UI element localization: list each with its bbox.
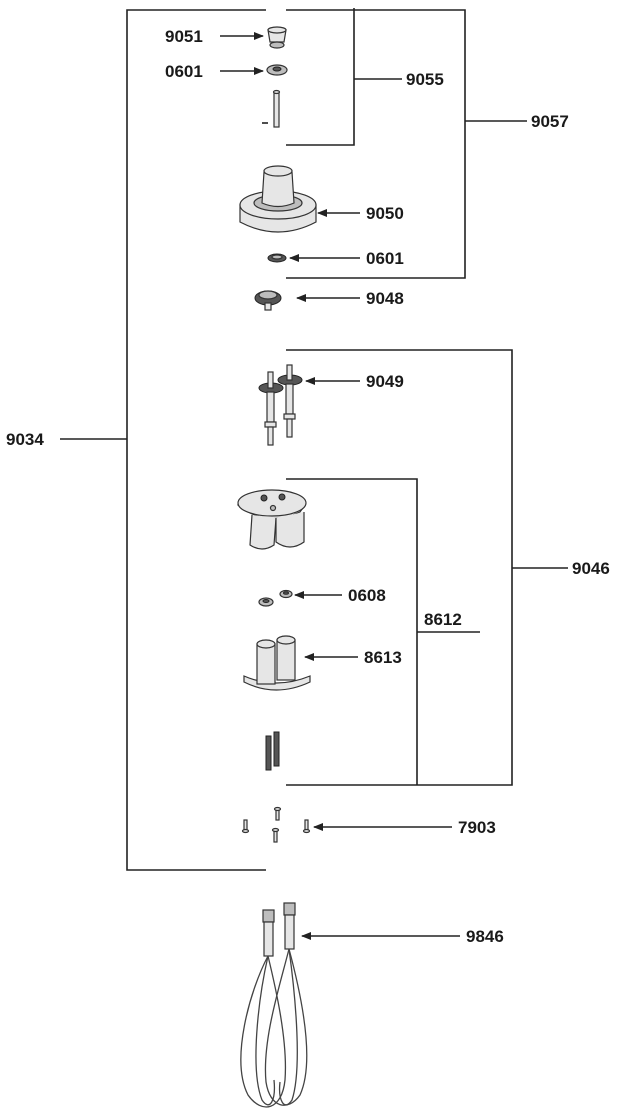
bracket-8612	[286, 478, 480, 785]
bracket-9055	[286, 8, 402, 146]
label-9046: 9046	[572, 559, 610, 578]
cap-9051-icon	[267, 26, 287, 49]
label-0601-mid: 0601	[366, 249, 404, 268]
bracket-9057	[286, 9, 527, 279]
label-9846: 9846	[466, 927, 504, 946]
label-8613: 8613	[364, 648, 402, 667]
label-9057: 9057	[531, 112, 569, 131]
gear-9048-icon	[254, 290, 282, 311]
beaters-9846-icon	[240, 902, 308, 1108]
label-9034: 9034	[6, 430, 44, 449]
label-9048: 9048	[366, 289, 404, 308]
label-8612: 8612	[424, 610, 462, 629]
nuts-0608-icon	[258, 589, 293, 607]
springs-icon	[265, 731, 280, 771]
bracket-9046	[286, 349, 568, 786]
washer-0601-top-icon	[266, 64, 288, 76]
bushing-block-8613-icon	[243, 635, 311, 691]
label-0601-top: 0601	[165, 62, 203, 81]
gearbox-housing-icon	[236, 489, 307, 550]
label-7903: 7903	[458, 818, 496, 837]
screws-7903-icon	[241, 806, 311, 843]
bracket-9034	[60, 9, 266, 871]
label-9055: 9055	[406, 70, 444, 89]
label-9049: 9049	[366, 372, 404, 391]
shafts-9049-icon	[258, 364, 303, 446]
washer-0601-mid-icon	[267, 253, 287, 263]
housing-9050-icon	[239, 165, 317, 233]
pin-icon	[262, 89, 281, 128]
label-9050: 9050	[366, 204, 404, 223]
label-9051: 9051	[165, 27, 203, 46]
label-0608: 0608	[348, 586, 386, 605]
